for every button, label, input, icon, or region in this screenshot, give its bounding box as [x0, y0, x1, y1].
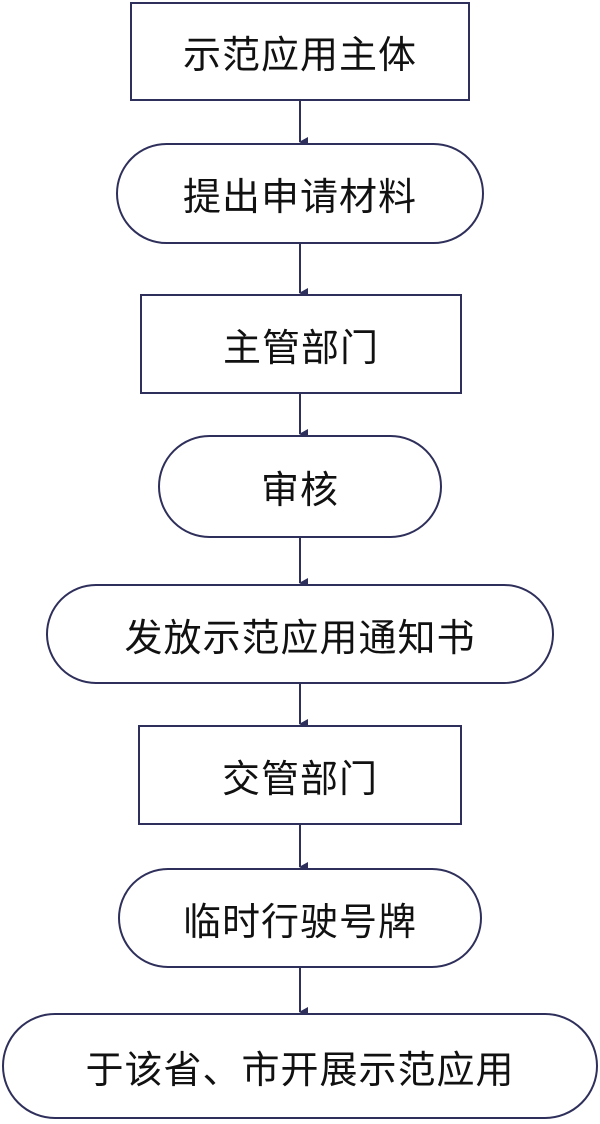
step-submit-materials: 提出申请材料	[116, 143, 484, 244]
step-carry-out-demo: 于该省、市开展示范应用	[2, 1013, 598, 1119]
step-issue-notice: 发放示范应用通知书	[46, 584, 554, 684]
step-review: 审核	[158, 435, 442, 538]
step-demo-entity: 示范应用主体	[130, 2, 470, 101]
step-temporary-plate: 临时行驶号牌	[118, 868, 482, 968]
step-competent-department: 主管部门	[140, 294, 462, 394]
step-traffic-department: 交管部门	[138, 725, 462, 825]
